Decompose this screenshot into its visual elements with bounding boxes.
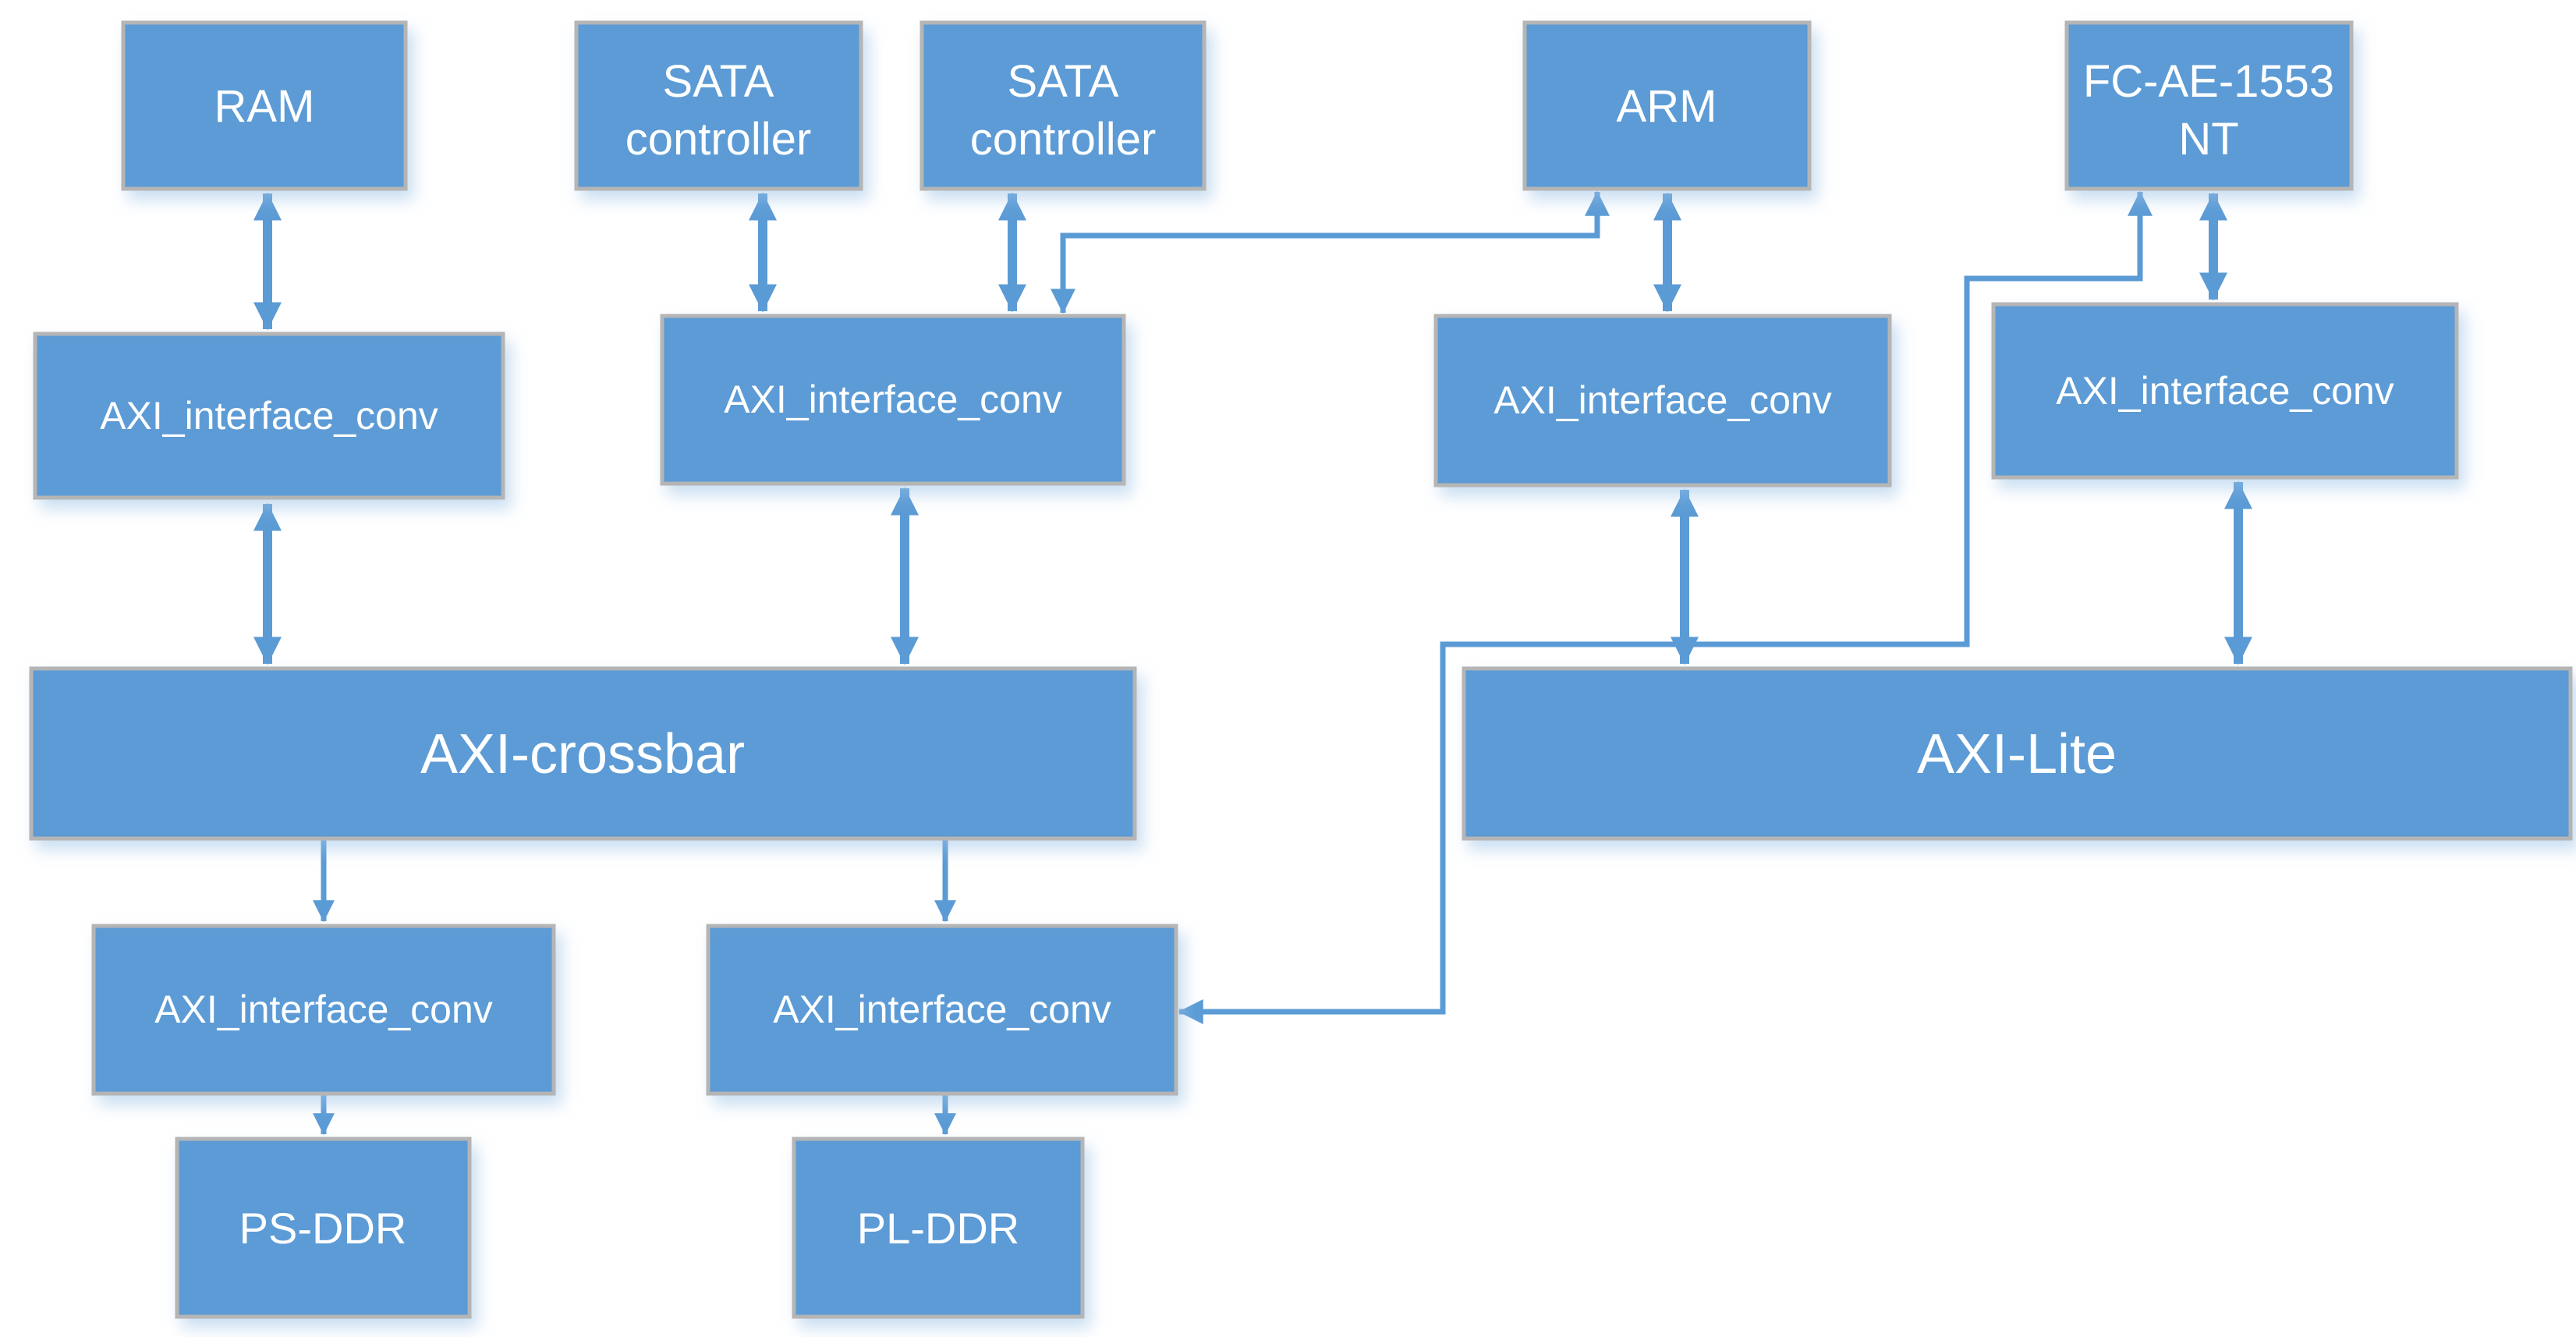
node-axi-crossbar: AXI-crossbar bbox=[29, 666, 1137, 841]
conv-sata-label: AXI_interface_conv bbox=[724, 378, 1062, 421]
edge-arm-convsata-routed bbox=[1051, 190, 1610, 314]
conv-arm-box bbox=[1433, 314, 1892, 488]
conv-arm-label: AXI_interface_conv bbox=[1494, 378, 1832, 422]
ps-ddr-label: PS-DDR bbox=[239, 1204, 407, 1253]
sata2-box bbox=[919, 20, 1207, 191]
conv-fc-label: AXI_interface_conv bbox=[2056, 369, 2394, 413]
node-axi-interface-conv-ram: AXI_interface_conv bbox=[33, 332, 505, 500]
edges-layer bbox=[253, 190, 2252, 1136]
axi-crossbar-label: AXI-crossbar bbox=[420, 723, 745, 786]
sata2-label-line1: SATA bbox=[1008, 56, 1119, 107]
fc-label-line2: NT bbox=[2178, 114, 2238, 165]
conv-pl-ddr-label: AXI_interface_conv bbox=[773, 988, 1111, 1031]
conv-ps-ddr-box bbox=[91, 924, 556, 1096]
sata2-label-line2: controller bbox=[970, 114, 1157, 165]
node-axi-lite: AXI-Lite bbox=[1462, 666, 2573, 841]
edge-fc-convplddr-routed bbox=[1178, 190, 2153, 1024]
node-axi-interface-conv-arm: AXI_interface_conv bbox=[1433, 314, 1892, 488]
sata1-label-line1: SATA bbox=[663, 56, 774, 107]
conv-ram-label: AXI_interface_conv bbox=[100, 394, 438, 438]
conv-ps-ddr-label: AXI_interface_conv bbox=[154, 988, 493, 1031]
sata1-label-line2: controller bbox=[625, 114, 812, 165]
nodes-layer: RAM SATA controller SATA controller ARM … bbox=[29, 20, 2573, 1319]
conv-ram-box bbox=[33, 332, 505, 500]
ram-box bbox=[121, 20, 408, 191]
conv-sata-box bbox=[660, 314, 1126, 486]
node-sata-controller-2: SATA controller bbox=[919, 20, 1207, 191]
node-axi-interface-conv-pl-ddr: AXI_interface_conv bbox=[706, 924, 1178, 1096]
node-fc-ae-1553-nt: FC-AE-1553 NT bbox=[2064, 20, 2354, 191]
fc-box bbox=[2064, 20, 2354, 191]
node-axi-interface-conv-ps-ddr: AXI_interface_conv bbox=[91, 924, 556, 1096]
pl-ddr-box bbox=[792, 1137, 1085, 1319]
node-arm: ARM bbox=[1522, 20, 1812, 191]
arm-label: ARM bbox=[1617, 81, 1717, 132]
ps-ddr-box bbox=[175, 1137, 472, 1319]
axi-lite-label: AXI-Lite bbox=[1917, 723, 2117, 786]
axi-crossbar-box bbox=[29, 666, 1137, 841]
conv-pl-ddr-box bbox=[706, 924, 1178, 1096]
node-axi-interface-conv-sata: AXI_interface_conv bbox=[660, 314, 1126, 486]
axi-lite-box bbox=[1462, 666, 2573, 841]
conv-fc-box bbox=[1991, 302, 2459, 480]
arm-box bbox=[1522, 20, 1812, 191]
node-axi-interface-conv-fc: AXI_interface_conv bbox=[1991, 302, 2459, 480]
node-pl-ddr: PL-DDR bbox=[792, 1137, 1085, 1319]
node-sata-controller-1: SATA controller bbox=[574, 20, 863, 191]
pl-ddr-label: PL-DDR bbox=[857, 1204, 1019, 1253]
sata1-box bbox=[574, 20, 863, 191]
fc-label-line1: FC-AE-1553 bbox=[2083, 56, 2334, 107]
node-ram: RAM bbox=[121, 20, 408, 191]
ram-label: RAM bbox=[214, 81, 315, 132]
node-ps-ddr: PS-DDR bbox=[175, 1137, 472, 1319]
